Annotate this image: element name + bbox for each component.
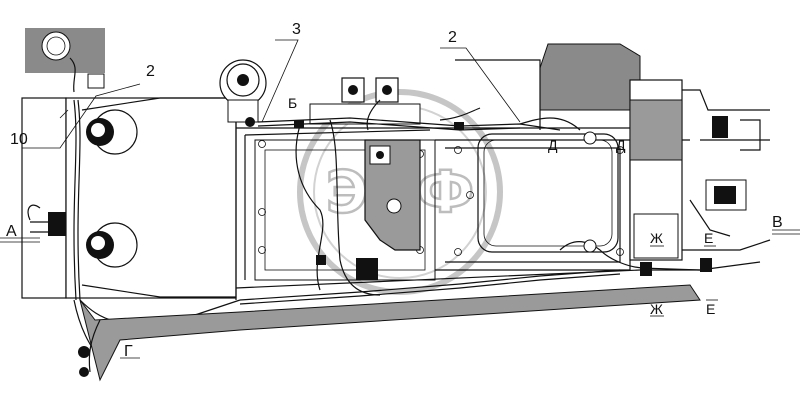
frame-opening [477, 133, 619, 253]
headlight-top [86, 109, 138, 155]
frame-bolts [258, 140, 624, 256]
rear-cab [629, 79, 771, 261]
view-a-label: А [6, 223, 17, 240]
view-de-left-label: Д [548, 137, 558, 153]
headlight-bottom [86, 222, 138, 268]
leader-lines [0, 39, 800, 359]
view-b-label: В [772, 214, 783, 231]
view-ye-top-label: Е [704, 230, 713, 246]
center-box [356, 139, 421, 280]
view-ge-label: Г [124, 343, 133, 360]
top-brackets [341, 77, 399, 103]
callout-10: 10 [10, 131, 28, 148]
callout-2-left: 2 [146, 63, 155, 80]
lower-boom [78, 284, 701, 382]
view-zhe-bottom-label: Ж [650, 301, 663, 317]
view-ye-bottom-label: Е [706, 301, 715, 317]
view-de-right-label: Д [616, 137, 626, 153]
connectors [245, 117, 712, 276]
callout-3: 3 [292, 21, 301, 38]
callout-2-right: 2 [448, 29, 457, 46]
tank-corner [25, 28, 105, 93]
view-be-label: Б [288, 95, 297, 111]
view-zhe-top-label: Ж [650, 230, 663, 246]
top-wheel [219, 59, 267, 123]
front-harness [27, 99, 241, 361]
top-right-block [455, 43, 641, 130]
